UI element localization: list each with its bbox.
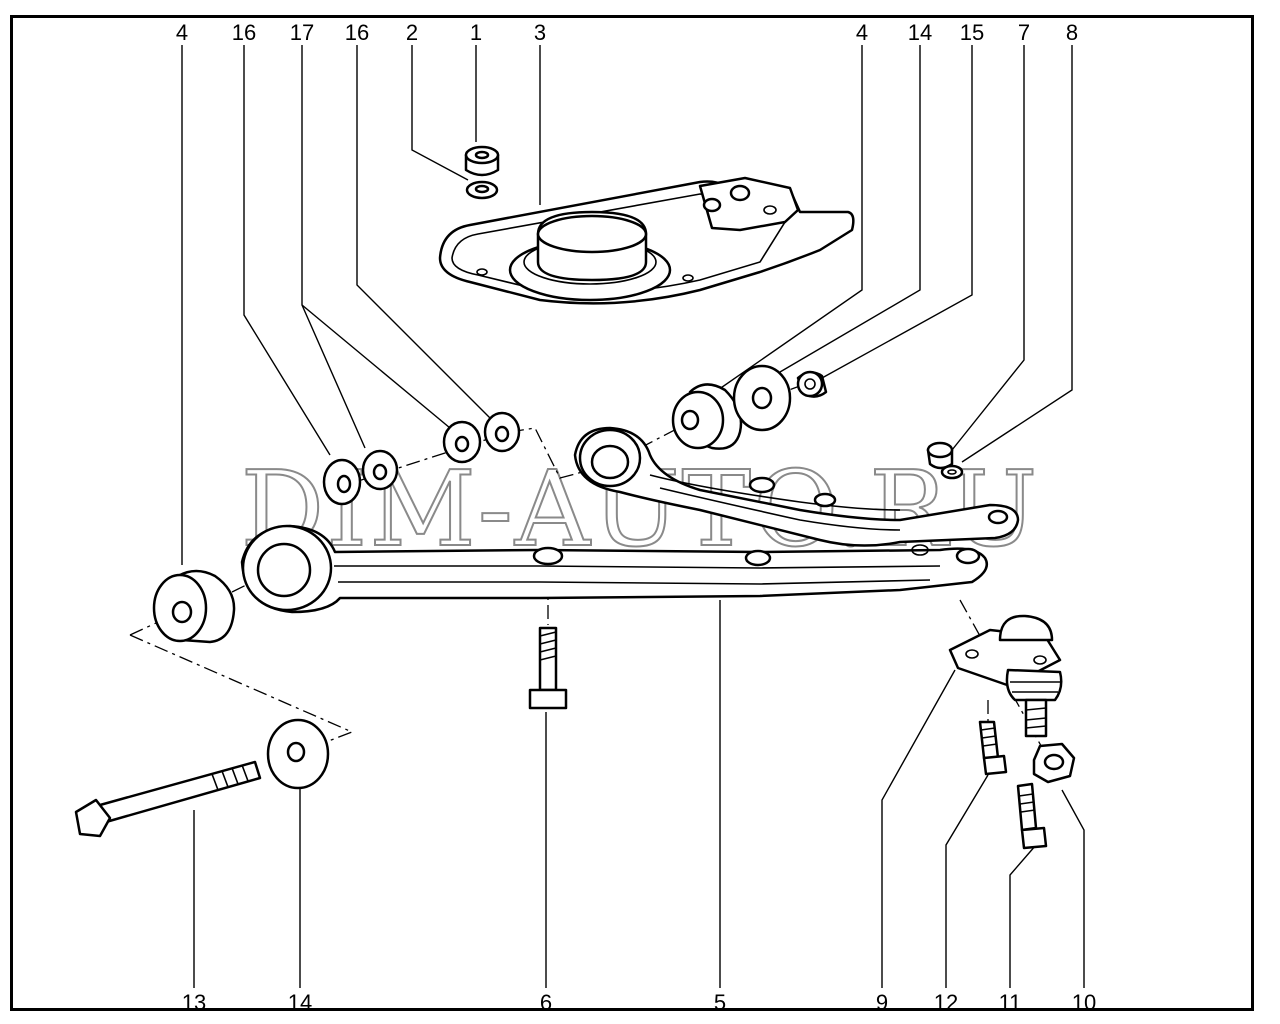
callout-10: 10 [1072, 990, 1096, 1015]
nut-part-7 [926, 441, 954, 470]
nut-part-1 [464, 145, 500, 177]
washer-part-17-right [442, 420, 482, 464]
lower-control-arm-part-5 [240, 524, 989, 614]
diagram-frame [10, 15, 1254, 1011]
nut-part-10 [1032, 742, 1076, 784]
callout-15: 15 [960, 20, 984, 45]
callout-4-right: 4 [856, 20, 868, 45]
callout-5: 5 [714, 990, 726, 1015]
leader-lines [181, 45, 1085, 988]
callout-14-top: 14 [908, 20, 932, 45]
callout-14-bottom: 14 [288, 990, 312, 1015]
callout-8: 8 [1066, 20, 1078, 45]
callout-13: 13 [182, 990, 206, 1015]
callout-6: 6 [540, 990, 552, 1015]
callout-3: 3 [534, 20, 546, 45]
bushing-upper-part-4 [671, 383, 743, 450]
callout-2: 2 [406, 20, 418, 45]
upper-control-arm [573, 426, 1020, 547]
ball-joint-part-9 [948, 614, 1063, 738]
lock-washer-part-2 [465, 180, 499, 200]
callout-1: 1 [470, 20, 482, 45]
callouts-top: 4 16 17 16 2 1 3 4 14 15 7 8 [176, 20, 1078, 45]
callout-9: 9 [876, 990, 888, 1015]
bushing-lower-part-4 [152, 569, 236, 644]
bolt-part-11 [1016, 782, 1048, 850]
bolt-part-12 [978, 720, 1008, 776]
washer-part-8 [940, 464, 964, 480]
callout-11: 11 [999, 990, 1022, 1015]
washer-lower-part-14 [266, 718, 330, 790]
callout-12: 12 [934, 990, 958, 1015]
callouts-bottom: 13 14 6 5 9 12 11 10 [182, 990, 1096, 1015]
callout-4-left: 4 [176, 20, 188, 45]
washer-part-16-left [322, 458, 362, 506]
upper-mount-plate [438, 176, 855, 305]
washer-part-17-left [361, 449, 399, 491]
callout-17: 17 [290, 20, 314, 45]
callout-16-left: 16 [232, 20, 256, 45]
washer-upper-part-14 [732, 364, 792, 432]
callout-7: 7 [1018, 20, 1030, 45]
bolt-part-6 [528, 626, 568, 710]
washer-part-16-right [483, 411, 521, 453]
long-bolt-part-13 [74, 760, 262, 838]
callout-16-right: 16 [345, 20, 369, 45]
nut-part-15 [796, 370, 828, 398]
